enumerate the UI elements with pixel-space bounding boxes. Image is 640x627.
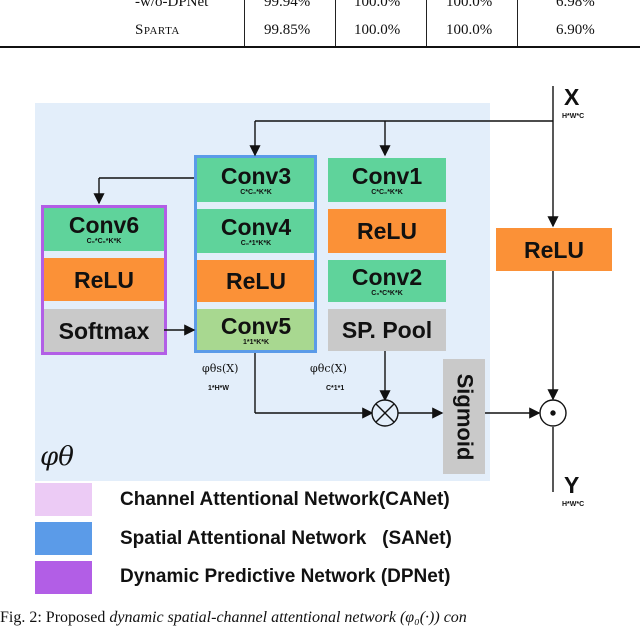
table-divider	[426, 0, 427, 46]
theta-symbol: φθ	[40, 442, 74, 472]
sp-pool-block: SP. Pool	[328, 309, 446, 351]
relu-main-label: ReLU	[523, 236, 585, 263]
caption-italic: dynamic spatial-channel attentional netw…	[109, 609, 467, 626]
sigmoid-block: Sigmoid	[443, 359, 485, 474]
dpnet-frame	[41, 205, 167, 355]
relu-dpnet-label: ReLU	[73, 266, 135, 293]
spatial-dim-label: 1*H*W	[208, 385, 230, 392]
softmax-label: Softmax	[58, 317, 150, 344]
table-cell: 99.85%	[264, 22, 311, 38]
table-cell: 99.94%	[264, 0, 311, 10]
sp-pool-label: SP. Pool	[341, 317, 433, 343]
conv5-block: Conv5 1*1*K*K	[196, 309, 316, 351]
conv5-label: Conv5	[220, 312, 292, 339]
legend-sanet: Spatial Attentional Network (SANet)	[120, 528, 452, 549]
table-cell: 6.98%	[556, 0, 595, 10]
legend-dpnet: Dynamic Predictive Network (DPNet)	[120, 566, 451, 587]
table-divider	[244, 0, 245, 46]
conv6-block: Conv6 C₀*C₀*K*K	[44, 208, 164, 251]
conv4-dims: C₀*1*K*K	[240, 239, 272, 247]
sanet-frame	[194, 155, 317, 353]
legend-swatch-canet	[35, 483, 92, 516]
conv2-label: Conv2	[351, 263, 423, 290]
relu-canet-block: ReLU	[328, 209, 446, 253]
table-cell: 100.0%	[354, 22, 401, 38]
legend-swatch-sanet	[35, 522, 92, 555]
table-bottom-rule	[0, 46, 640, 48]
conv2-block: Conv2 C₀*C*K*K	[328, 260, 446, 302]
softmax-block: Softmax	[44, 309, 164, 352]
conv6-dims: C₀*C₀*K*K	[86, 238, 122, 245]
table-cell-method: -w/o-DPNet	[135, 0, 209, 10]
relu-dpnet-block: ReLU	[44, 258, 164, 301]
conv3-label: Conv3	[220, 162, 292, 189]
conv6-label: Conv6	[68, 212, 140, 238]
conv1-dims: C*C₀*K*K	[371, 188, 403, 196]
conv3-dims: C*C₀*K*K	[240, 188, 272, 196]
conv1-label: Conv1	[351, 162, 423, 189]
caption-prefix: Fig. 2: Proposed	[0, 609, 110, 626]
legend-canet: Channel Attentional Network(CANet)	[120, 489, 450, 510]
table-row: -w/o-DPNet 99.94% 100.0% 100.0% 6.98%	[0, 0, 640, 18]
table-cell: 6.90%	[556, 22, 595, 38]
spatial-function-label: φθs(X)	[202, 362, 239, 375]
conv5-dims: 1*1*K*K	[242, 338, 270, 346]
table-divider	[517, 0, 518, 46]
relu-canet-label: ReLU	[356, 218, 418, 244]
figure-caption: Fig. 2: Proposed dynamic spatial-channel…	[0, 609, 467, 627]
conv4-label: Conv4	[220, 213, 292, 240]
conv1-block: Conv1 C*C₀*K*K	[328, 158, 446, 202]
table-cell: 100.0%	[354, 0, 401, 10]
results-table: -w/o-DPNet 99.94% 100.0% 100.0% 6.98% Sp…	[0, 0, 640, 50]
channel-function-label: φθc(X)	[310, 362, 347, 375]
relu-main-block: ReLU	[496, 228, 612, 271]
relu-sanet-block: ReLU	[196, 260, 316, 302]
input-x-label: X	[564, 84, 580, 110]
table-divider	[335, 0, 336, 46]
output-dim-label: H*W*C	[562, 501, 585, 508]
table-cell: 100.0%	[446, 22, 493, 38]
channel-dim-label: C*1*1	[326, 385, 345, 392]
relu-sanet-label: ReLU	[225, 268, 287, 294]
input-dim-label: H*W*C	[562, 113, 585, 120]
table-cell: 100.0%	[446, 0, 493, 10]
legend-swatch-dpnet	[35, 561, 92, 594]
conv4-block: Conv4 C₀*1*K*K	[196, 209, 316, 253]
output-y-label: Y	[564, 472, 580, 498]
conv3-block: Conv3 C*C₀*K*K	[196, 158, 316, 202]
conv2-dims: C₀*C*K*K	[371, 289, 403, 297]
table-cell-method: Sparta	[135, 22, 180, 38]
table-row: Sparta 99.85% 100.0% 100.0% 6.90%	[0, 22, 640, 46]
